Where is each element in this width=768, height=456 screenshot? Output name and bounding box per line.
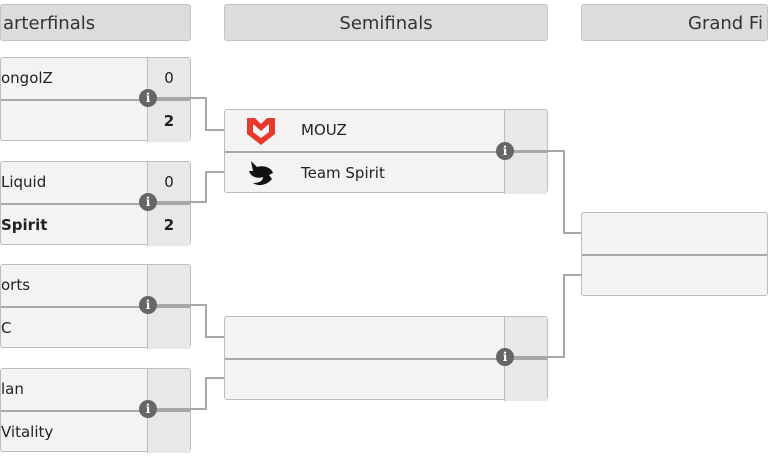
sf-match-2[interactable] [224,316,548,401]
team-score [504,153,547,194]
team-row[interactable]: 2 [1,99,190,142]
team-row[interactable]: lan [1,369,190,410]
match-info-icon[interactable]: i [139,400,157,418]
match-info-icon[interactable]: i [139,89,157,107]
team-row[interactable]: Team Spirit [225,151,547,194]
team-row[interactable] [582,254,767,297]
team-name: orts [1,276,31,294]
team-score: 2 [147,205,190,246]
team-row[interactable]: Liquid 0 [1,162,190,203]
team-name: Vitality [1,423,54,441]
match-info-icon[interactable]: i [139,193,157,211]
team-name: ongolZ [1,69,53,87]
team-score [504,360,547,401]
qf-match-4[interactable]: lan Vitality [0,368,191,453]
team-row[interactable]: C [1,306,190,349]
team-row[interactable]: Vitality [1,410,190,453]
team-name: MOUZ [301,121,347,139]
qf-match-2[interactable]: Liquid 0 Spirit 2 [0,161,191,246]
header-grand-final: Grand Fi [581,4,768,41]
match-info-icon[interactable]: i [496,348,514,366]
team-name: C [1,319,12,337]
grand-final-match[interactable] [581,212,768,296]
team-row[interactable]: Spirit 2 [1,203,190,246]
team-name: lan [1,380,24,398]
team-name: Liquid [1,173,47,191]
team-row[interactable] [225,358,547,401]
team-score: 0 [147,162,190,203]
sf-match-1[interactable]: MOUZ Team Spirit [224,109,548,194]
header-semifinals: Semifinals [224,4,548,41]
team-score [147,412,190,453]
mouz-logo-icon [247,118,275,145]
team-score: 2 [147,101,190,142]
team-name: Spirit [1,216,48,234]
match-info-icon[interactable]: i [139,296,157,314]
match-info-icon[interactable]: i [496,142,514,160]
team-spirit-logo-icon [249,161,273,186]
header-quarterfinals: arterfinals [0,4,191,41]
team-score [147,308,190,349]
team-name: Team Spirit [301,164,385,182]
